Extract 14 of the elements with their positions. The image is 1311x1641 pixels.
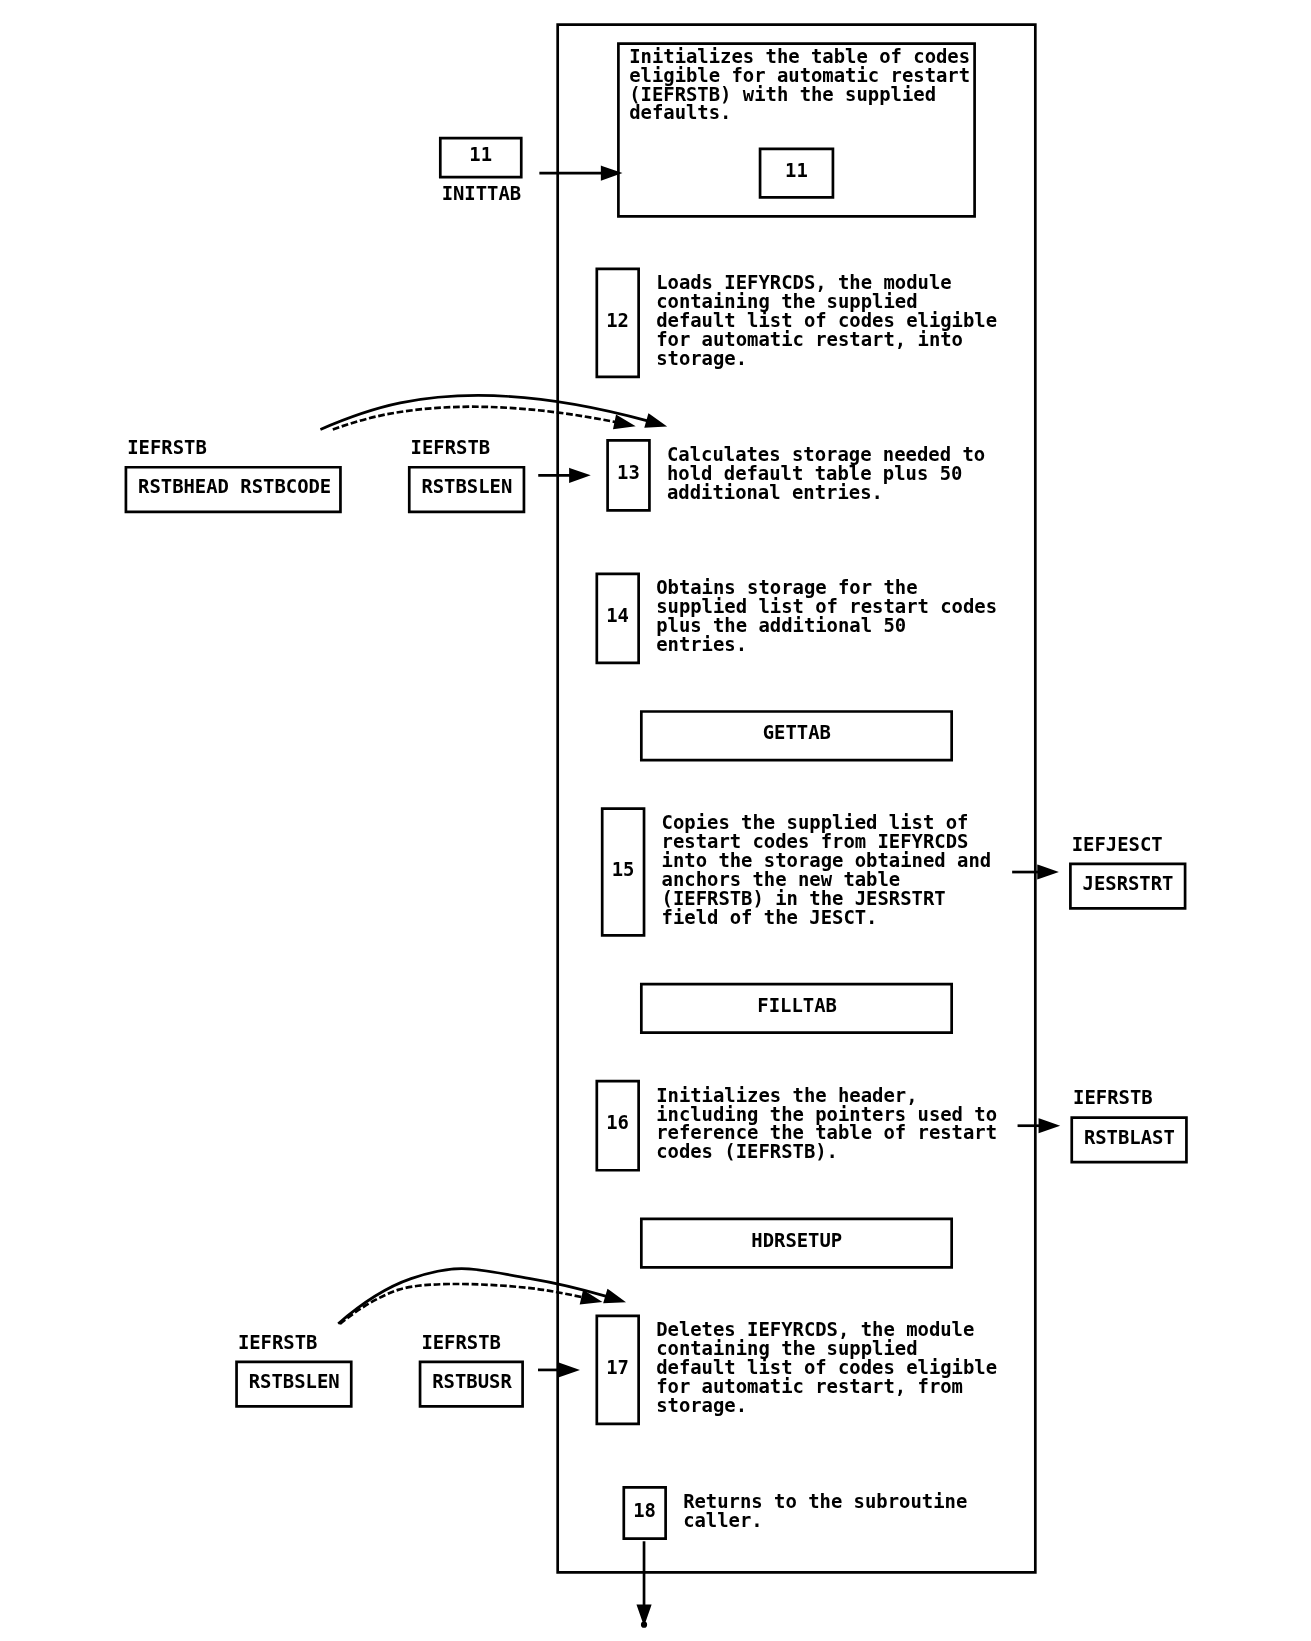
node-label: IEFRSTB <box>1073 1086 1153 1109</box>
node-label: Obtains storage for the supplied list of restart codes plus the additional 50 entries. <box>656 576 998 656</box>
node-label: Copies the supplied list of restart codes from IEFYRCDS into the storage obtained and anchors the new table (IEFRSTB) in the JESRSTRT field of the JESCT. <box>661 811 992 928</box>
node-label: Calculates storage needed to hold default table plus 50 additional entries. <box>666 442 986 503</box>
node-label: Initializes the header, including the pointers used to reference the table of restart codes (IEFRSTB). <box>656 1083 998 1163</box>
node-label: IEFRSTB <box>127 436 207 459</box>
node-label: IEFRSTB <box>410 436 491 459</box>
node-label: IEFJESCT <box>1071 832 1163 855</box>
node-label: Deletes IEFYRCDS, the module containing the supplied default list of codes eligible for automatic restart, from storage. <box>656 1318 998 1417</box>
node-label: IEFRSTB <box>237 1330 318 1353</box>
node-label: INITTAB <box>441 182 522 205</box>
node-label: IEFRSTB <box>421 1330 501 1353</box>
node-label: Loads IEFYRCDS, the module containing the supplied default list of codes eligible for automatic restart, into storage. <box>656 271 998 369</box>
node-label: Returns to the subroutine caller. <box>683 1489 968 1531</box>
